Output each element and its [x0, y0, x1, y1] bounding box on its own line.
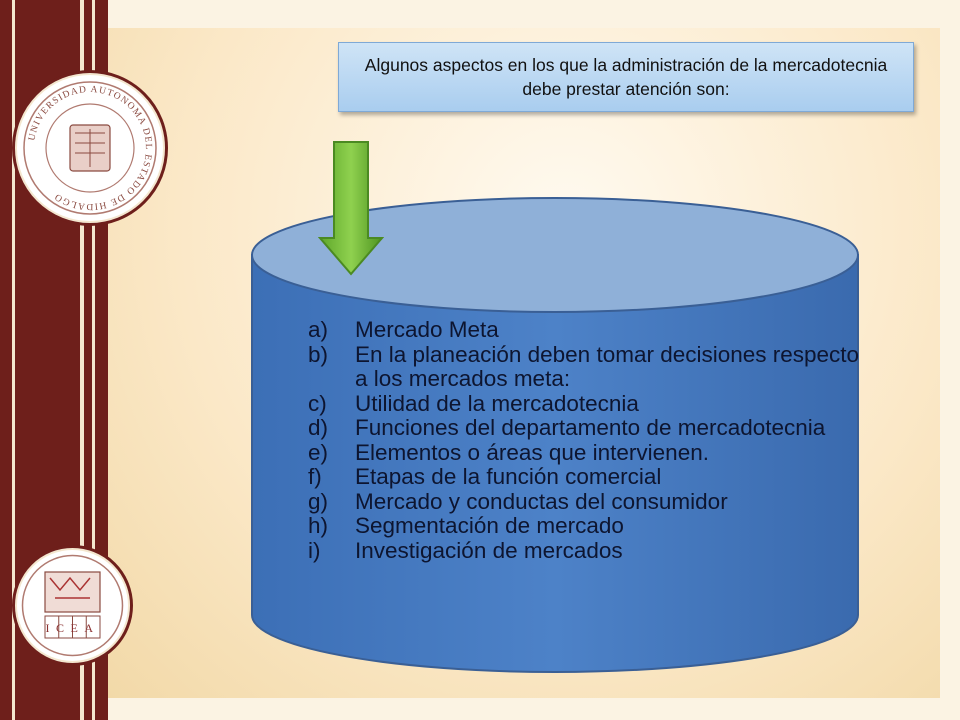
- aspects-list: a) Mercado Meta b) En la planeación deben …: [308, 317, 868, 564]
- list-item-label: c): [308, 390, 327, 416]
- header-callout: Algunos aspectos en los que la administr…: [338, 42, 914, 112]
- list-item: a) Mercado Meta: [308, 317, 868, 343]
- list-item: c) Utilidad de la mercadotecnia: [308, 390, 868, 417]
- left-stripe: [92, 0, 95, 720]
- list-item-label: g): [308, 488, 329, 514]
- list-item-text: Segmentación de mercado: [355, 513, 624, 538]
- list-item-text: Utilidad de la mercadotecnia: [355, 390, 639, 416]
- list-item-label: h): [308, 513, 329, 538]
- list-item-label: d): [308, 415, 329, 440]
- list-item-label: i): [308, 537, 321, 563]
- list-item-text: Funciones del departamento de mercadotec…: [355, 415, 826, 440]
- university-seal-graphic: UNIVERSIDAD AUTONOMA DEL ESTADO DE HIDAL…: [23, 81, 157, 215]
- list-item-text: En la planeación deben tomar decisiones …: [355, 341, 860, 391]
- icea-text: ICEA: [46, 621, 100, 635]
- left-stripe: [12, 0, 15, 720]
- list-item: d) Funciones del departamento de mercadot…: [308, 415, 868, 441]
- list-item: f) Etapas de la función comercial: [308, 464, 868, 490]
- icea-seal-graphic: ICEA: [21, 554, 124, 657]
- list-item-text: Etapas de la función comercial: [355, 464, 662, 489]
- list-item: h) Segmentación de mercado: [308, 513, 868, 539]
- list-item-text: Elementos o áreas que intervienen.: [355, 439, 709, 465]
- list-item-text: Mercado Meta: [355, 317, 499, 342]
- list-item-text: Mercado y conductas del consumidor: [355, 488, 728, 514]
- left-stripe: [80, 0, 84, 720]
- list-item-label: b): [308, 341, 329, 367]
- icea-seal-icon: ICEA: [12, 545, 133, 666]
- list-item: e) Elementos o áreas que intervienen.: [308, 439, 868, 466]
- list-item-text: Investigación de mercados: [355, 537, 623, 563]
- list-item-label: a): [308, 317, 329, 342]
- header-text: Algunos aspectos en los que la administr…: [364, 55, 888, 99]
- university-seal-icon: UNIVERSIDAD AUTONOMA DEL ESTADO DE HIDAL…: [12, 70, 168, 226]
- list-item-label: f): [308, 464, 322, 489]
- list-item: b) En la planeación deben tomar decisione…: [308, 341, 868, 392]
- down-arrow-icon: [318, 141, 384, 276]
- list-item: i) Investigación de mercados: [308, 537, 868, 564]
- list-item-label: e): [308, 439, 329, 465]
- list-item: g) Mercado y conductas del consumidor: [308, 488, 868, 515]
